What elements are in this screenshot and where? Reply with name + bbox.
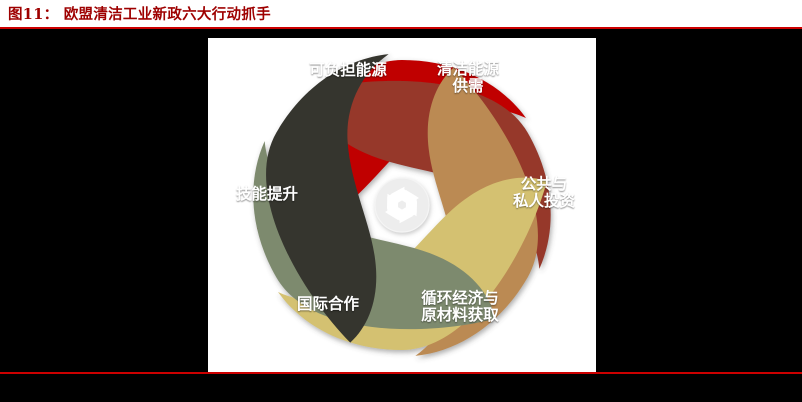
aperture-diagram [208, 38, 596, 372]
blade-skills-upgrading[interactable] [208, 38, 488, 344]
figure-header: 图11： 欧盟清洁工业新政六大行动抓手 [0, 0, 802, 29]
aperture-shutter-icon [374, 177, 430, 233]
footer-divider-rule [0, 372, 802, 374]
header-divider-rule [0, 27, 802, 29]
page-title: 图11： 欧盟清洁工业新政六大行动抓手 [8, 6, 271, 23]
figure-image-panel: 可负担能源 清洁能源 供需 公共与 私人投资 循环经济与 原材料获取 国际合作 … [208, 38, 596, 372]
aperture-diagram-svg [208, 38, 551, 356]
